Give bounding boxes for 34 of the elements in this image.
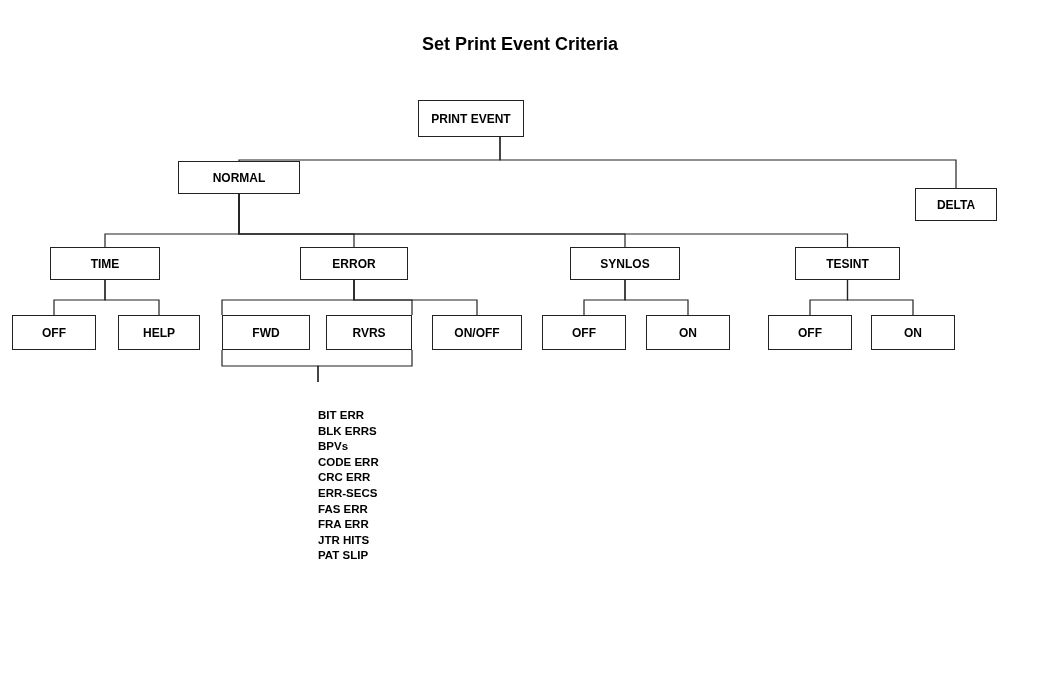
label-box: FWD (222, 315, 310, 350)
bracket-connector (317, 349, 413, 383)
label-box: OFF (768, 315, 852, 350)
tree-connector (353, 279, 478, 316)
label-box: ON (646, 315, 730, 350)
list-item: BLK ERRS (318, 423, 377, 439)
list-item: CRC ERR (318, 470, 371, 486)
list-item: CODE ERR (318, 454, 379, 470)
label-box: NORMAL (178, 161, 300, 194)
label-box: SYNLOS (570, 247, 680, 280)
label-box: ON/OFF (432, 315, 522, 350)
label-box: ERROR (300, 247, 408, 280)
label-box: PRINT EVENT (418, 100, 524, 137)
diagram-title: Set Print Event Criteria (420, 34, 620, 55)
tree-connector (104, 279, 160, 316)
label-box: ON (871, 315, 955, 350)
list-item: BPVs (318, 439, 349, 455)
list-item: FRA ERR (318, 517, 369, 533)
label-box: OFF (12, 315, 96, 350)
label-box: HELP (118, 315, 200, 350)
label-box: OFF (542, 315, 626, 350)
label-box: RVRS (326, 315, 412, 350)
tree-connector (846, 279, 914, 316)
label-box: DELTA (915, 188, 997, 221)
list-item: ERR-SECS (318, 485, 378, 501)
label-box: TIME (50, 247, 160, 280)
tree-connector (624, 279, 689, 316)
list-item: BIT ERR (318, 408, 364, 423)
list-item: JTR HITS (318, 532, 370, 548)
tree-connector (499, 136, 957, 189)
list-item: PAT SLIP (318, 548, 369, 564)
tree-connector (238, 193, 849, 248)
list-item: FAS ERR (318, 501, 368, 517)
label-box: TESINT (795, 247, 900, 280)
